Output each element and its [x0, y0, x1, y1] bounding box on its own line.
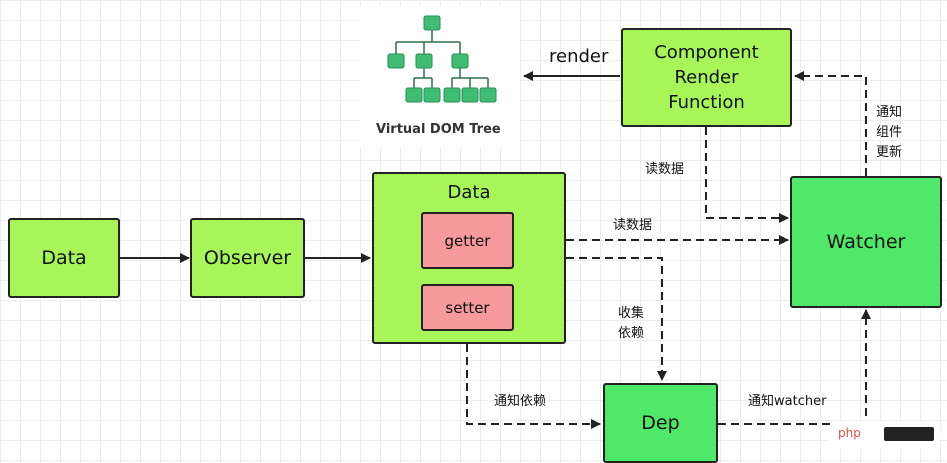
- dep-label: Dep: [641, 412, 680, 434]
- data-source-node: Data: [8, 218, 120, 298]
- watcher-node: Watcher: [790, 176, 942, 308]
- edge-data-notify-dep: [466, 344, 601, 429]
- watcher-label: Watcher: [826, 231, 906, 253]
- collect-deps-label: 收集 依赖: [618, 306, 645, 341]
- notify-deps-label: 通知依赖: [494, 394, 547, 409]
- data-container-title: Data: [447, 182, 491, 203]
- read-data-label-mid: 读数据: [613, 218, 653, 233]
- virtual-dom-panel: [360, 6, 520, 146]
- watermark-redaction: [884, 427, 934, 441]
- edge-data-to-dep: [566, 257, 667, 381]
- getter-label: getter: [444, 231, 491, 250]
- dep-node: Dep: [603, 383, 718, 463]
- watermark-logo: php: [838, 426, 861, 440]
- component-render-node: Component Render Function: [621, 28, 792, 127]
- render-label: render: [549, 46, 609, 67]
- component-render-label: Component Render Function: [654, 42, 759, 113]
- data-source-label: Data: [41, 247, 87, 269]
- virtual-dom-caption: Virtual DOM Tree: [376, 122, 501, 137]
- observer-label: Observer: [203, 247, 292, 269]
- edge-watcher-to-component: [794, 71, 867, 176]
- setter-label: setter: [445, 298, 490, 317]
- observer-node: Observer: [190, 218, 305, 298]
- notify-update-label: 通知 组件 更新: [876, 105, 903, 160]
- edge-component-read-to-watcher: [705, 127, 789, 223]
- read-data-label-top: 读数据: [645, 162, 685, 177]
- notify-watcher-label: 通知watcher: [748, 394, 827, 409]
- getter-node: getter: [421, 212, 514, 269]
- setter-node: setter: [421, 284, 514, 331]
- tree-diagram-icon: [387, 15, 497, 103]
